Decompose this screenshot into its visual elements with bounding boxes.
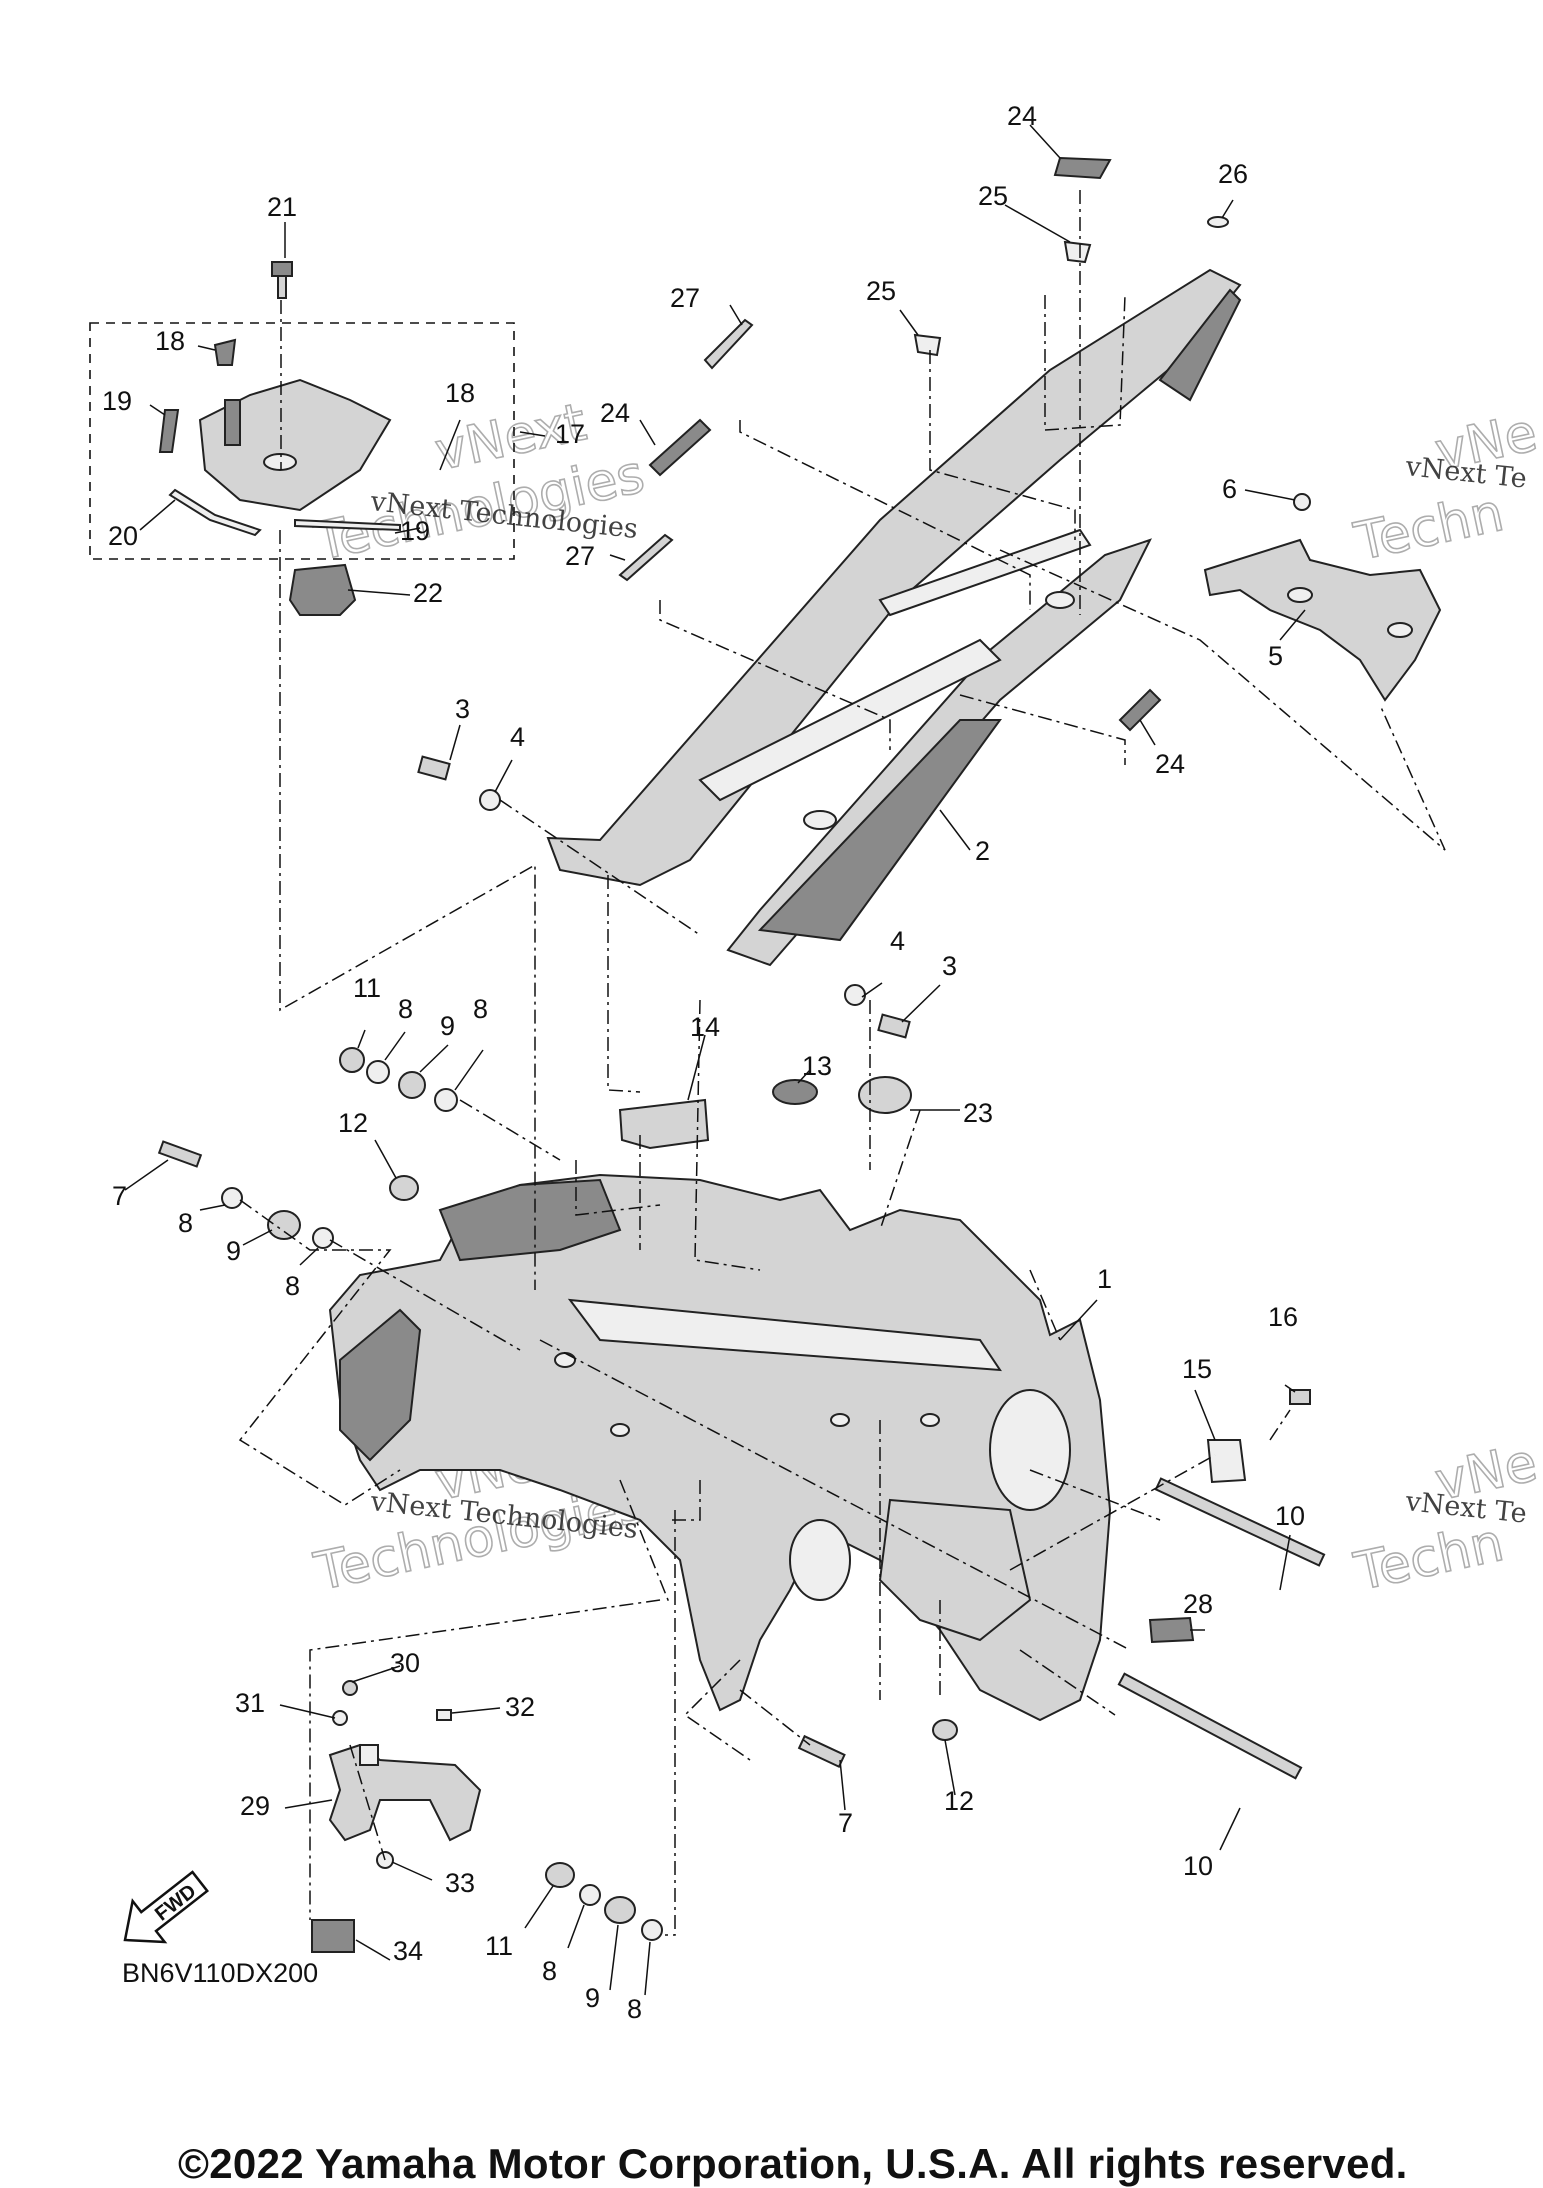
callout-31: 31 [235, 1688, 265, 1718]
callout-30: 30 [390, 1648, 420, 1678]
callout-8: 8 [542, 1956, 557, 1986]
callout-5: 5 [1268, 641, 1283, 671]
callout-33: 33 [445, 1868, 475, 1898]
callout-24: 24 [600, 398, 630, 428]
callout-24: 24 [1007, 101, 1037, 131]
main-frame [328, 1173, 1112, 1722]
inset-cover-part [198, 378, 392, 512]
callout-26: 26 [1218, 159, 1248, 189]
callout-9: 9 [585, 1983, 600, 2013]
callout-9: 9 [440, 1011, 455, 1041]
callout-18: 18 [445, 378, 475, 408]
callout-11: 11 [485, 1931, 513, 1961]
watermark-big: Techn [1349, 483, 1509, 573]
callout-28: 28 [1183, 1589, 1213, 1619]
callout-18: 18 [155, 326, 185, 356]
callout-3: 3 [455, 694, 470, 724]
callout-3: 3 [942, 951, 957, 981]
fwd-arrow-icon: FWD [123, 1870, 210, 1944]
assembly-lines [238, 190, 1446, 1936]
callout-4: 4 [510, 722, 525, 752]
callout-10: 10 [1275, 1501, 1305, 1531]
rear-subframe [546, 268, 1242, 967]
callout-19: 19 [102, 386, 132, 416]
callout-8: 8 [473, 994, 488, 1024]
callout-20: 20 [108, 521, 138, 551]
callout-32: 32 [505, 1692, 535, 1722]
callout-16: 16 [1268, 1302, 1298, 1332]
callout-4: 4 [890, 926, 905, 956]
callout-17: 17 [555, 419, 585, 449]
callout-23: 23 [963, 1098, 993, 1128]
inset-box [89, 322, 515, 560]
callouts: 1 2 3 3 4 4 5 6 7 7 8 8 8 8 8 8 9 9 9 10… [102, 101, 1305, 2024]
callout-12: 12 [944, 1786, 974, 1816]
callout-13: 13 [802, 1051, 832, 1081]
callout-2: 2 [975, 836, 990, 866]
watermark-big: Techn [1349, 1513, 1509, 1603]
callout-6: 6 [1222, 474, 1237, 504]
callout-7: 7 [112, 1181, 127, 1211]
callout-1: 1 [1097, 1264, 1112, 1294]
callout-29: 29 [240, 1791, 270, 1821]
small-parts [157, 156, 1326, 1953]
callout-7: 7 [838, 1808, 853, 1838]
copyright-notice: ©2022 Yamaha Motor Corporation, U.S.A. A… [178, 2140, 1408, 2187]
callout-8: 8 [627, 1994, 642, 2024]
callout-27: 27 [565, 541, 595, 571]
callout-8: 8 [398, 994, 413, 1024]
callout-15: 15 [1182, 1354, 1212, 1384]
seat-bracket [1203, 538, 1442, 702]
callout-24: 24 [1155, 749, 1185, 779]
callout-25: 25 [866, 276, 896, 306]
callout-25: 25 [978, 181, 1008, 211]
callout-10: 10 [1183, 1851, 1213, 1881]
callout-8: 8 [285, 1271, 300, 1301]
callout-21: 21 [267, 192, 297, 222]
diagram-code: BN6V110DX200 [122, 1958, 319, 1988]
leader-lines [124, 124, 1306, 1996]
callout-8: 8 [178, 1208, 193, 1238]
callout-34: 34 [393, 1936, 423, 1966]
callout-27: 27 [670, 283, 700, 313]
callout-12: 12 [338, 1108, 368, 1138]
callout-14: 14 [690, 1012, 720, 1042]
callout-22: 22 [413, 578, 443, 608]
callout-11: 11 [353, 973, 381, 1003]
callout-9: 9 [226, 1236, 241, 1266]
callout-19: 19 [400, 516, 430, 546]
